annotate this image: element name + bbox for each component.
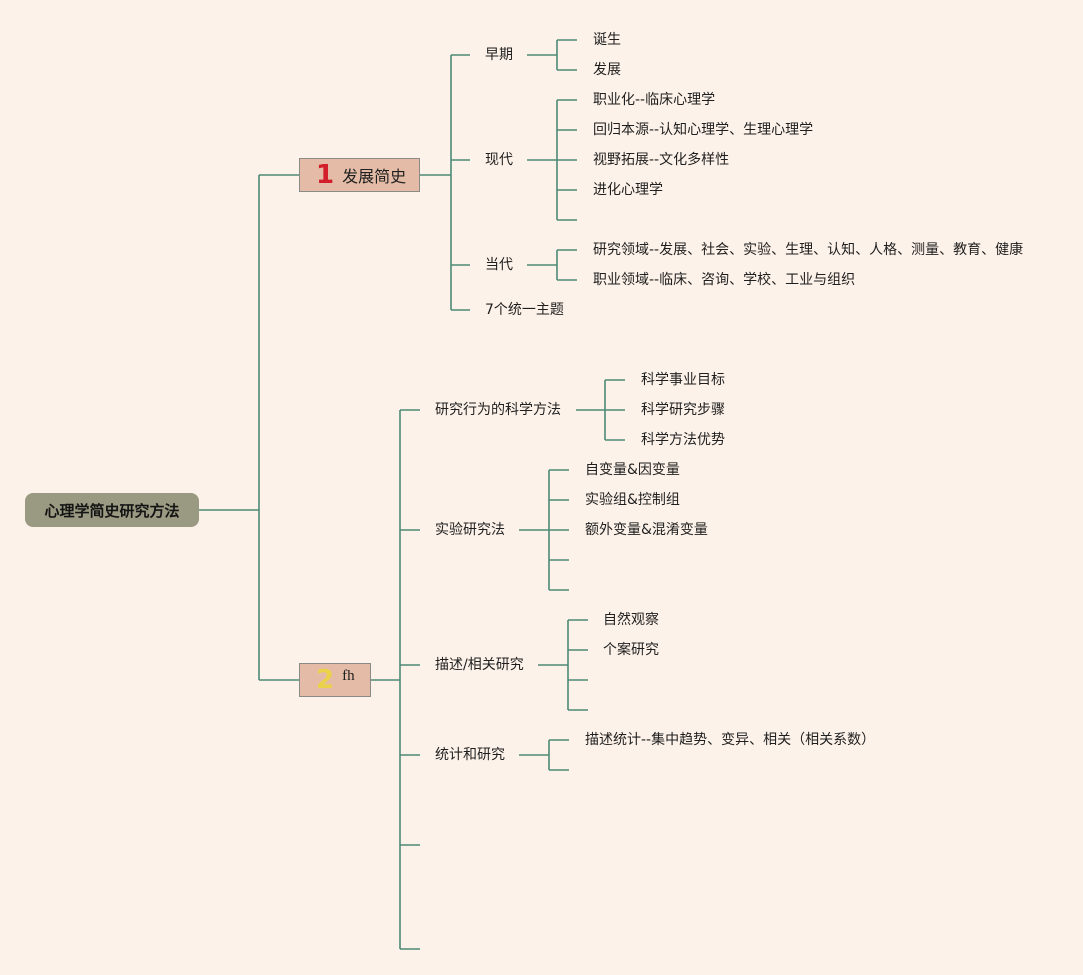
branch-label: 发展简史 xyxy=(342,167,407,186)
leaf-node[interactable]: 回归本源--认知心理学、生理心理学 xyxy=(593,122,814,138)
node-statistics[interactable]: 统计和研究 xyxy=(435,747,505,763)
leaf-node[interactable]: 发展 xyxy=(593,62,621,78)
leaf-node[interactable]: 科学事业目标 xyxy=(641,372,725,388)
leaf-node[interactable]: 职业领域--临床、咨询、学校、工业与组织 xyxy=(593,272,856,288)
leaf-node[interactable]: 实验组&控制组 xyxy=(585,492,680,508)
node-experiment[interactable]: 实验研究法 xyxy=(435,522,505,538)
leaf-node[interactable]: 职业化--临床心理学 xyxy=(593,92,716,108)
leaf-node[interactable]: 描述统计--集中趋势、变异、相关（相关系数） xyxy=(585,732,876,748)
root-label: 心理学简史研究方法 xyxy=(44,501,180,520)
leaf-node[interactable]: 进化心理学 xyxy=(593,182,663,198)
node-scientific-method[interactable]: 研究行为的科学方法 xyxy=(435,402,561,418)
branch-number-badge: 2 xyxy=(316,665,335,695)
branch-number-badge: 1 xyxy=(316,160,335,190)
node-contemporary[interactable]: 当代 xyxy=(485,257,513,273)
leaf-node[interactable]: 自然观察 xyxy=(603,612,659,628)
node-early[interactable]: 早期 xyxy=(485,47,513,63)
leaf-node[interactable]: 自变量&因变量 xyxy=(585,462,680,478)
leaf-node[interactable]: 额外变量&混淆变量 xyxy=(585,522,708,538)
leaf-node[interactable]: 视野拓展--文化多样性 xyxy=(593,152,730,168)
root-node[interactable]: 心理学简史研究方法 xyxy=(25,493,199,527)
node-modern[interactable]: 现代 xyxy=(485,152,513,168)
leaf-node[interactable]: 科学研究步骤 xyxy=(641,402,725,418)
node-themes[interactable]: 7个统一主题 xyxy=(485,302,564,318)
leaf-node[interactable]: 诞生 xyxy=(593,32,621,48)
node-descriptive[interactable]: 描述/相关研究 xyxy=(435,657,524,673)
branch-node-history[interactable]: 1 发展简史 xyxy=(299,158,420,192)
branch-node-methods[interactable]: 2 fh xyxy=(299,663,371,697)
leaf-node[interactable]: 研究领域--发展、社会、实验、生理、认知、人格、测量、教育、健康 xyxy=(593,242,1024,258)
branch-label: fh xyxy=(342,667,355,684)
leaf-node[interactable]: 个案研究 xyxy=(603,642,659,658)
leaf-node[interactable]: 科学方法优势 xyxy=(641,432,725,448)
